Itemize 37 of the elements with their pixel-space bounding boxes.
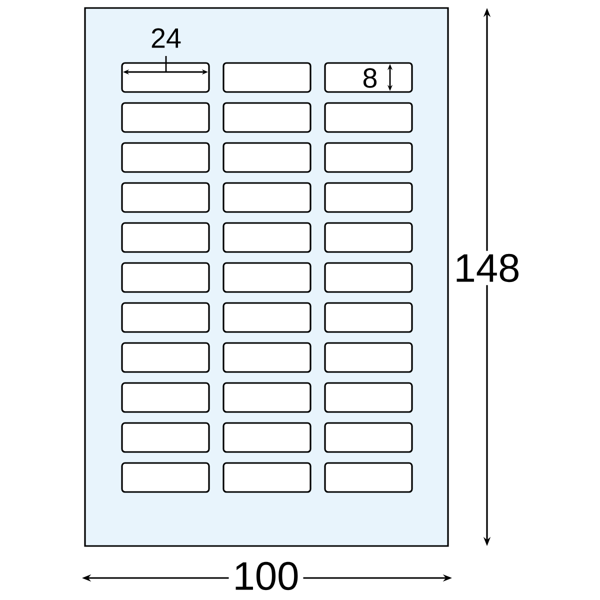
label-box xyxy=(121,62,210,93)
dimension-label: 100 xyxy=(228,558,304,594)
label-box xyxy=(324,102,413,133)
label-box xyxy=(121,222,210,253)
label-box xyxy=(121,302,210,333)
dimension-label: 24 xyxy=(152,28,181,48)
label-box xyxy=(324,142,413,173)
label-box xyxy=(121,462,210,493)
label-box xyxy=(121,182,210,213)
label-box xyxy=(222,222,312,253)
label-box xyxy=(222,462,312,493)
label-box xyxy=(121,102,210,133)
label-box xyxy=(324,342,413,373)
label-box xyxy=(222,342,312,373)
label-box xyxy=(222,262,312,293)
label-box xyxy=(121,142,210,173)
label-box xyxy=(324,302,413,333)
label-box xyxy=(324,182,413,213)
label-box xyxy=(121,342,210,373)
label-box xyxy=(222,102,312,133)
label-box xyxy=(324,222,413,253)
label-box xyxy=(324,462,413,493)
label-box xyxy=(222,142,312,173)
label-box xyxy=(222,422,312,453)
label-box xyxy=(121,422,210,453)
label-box xyxy=(222,62,312,93)
label-box xyxy=(121,262,210,293)
dimension-label: 148 xyxy=(450,250,524,286)
label-box xyxy=(324,262,413,293)
dimension-label: 8 xyxy=(363,68,377,88)
label-box xyxy=(121,382,210,413)
label-box xyxy=(222,182,312,213)
label-box xyxy=(222,382,312,413)
label-box xyxy=(222,302,312,333)
label-box xyxy=(324,382,413,413)
label-box xyxy=(324,422,413,453)
label-box xyxy=(324,62,413,93)
